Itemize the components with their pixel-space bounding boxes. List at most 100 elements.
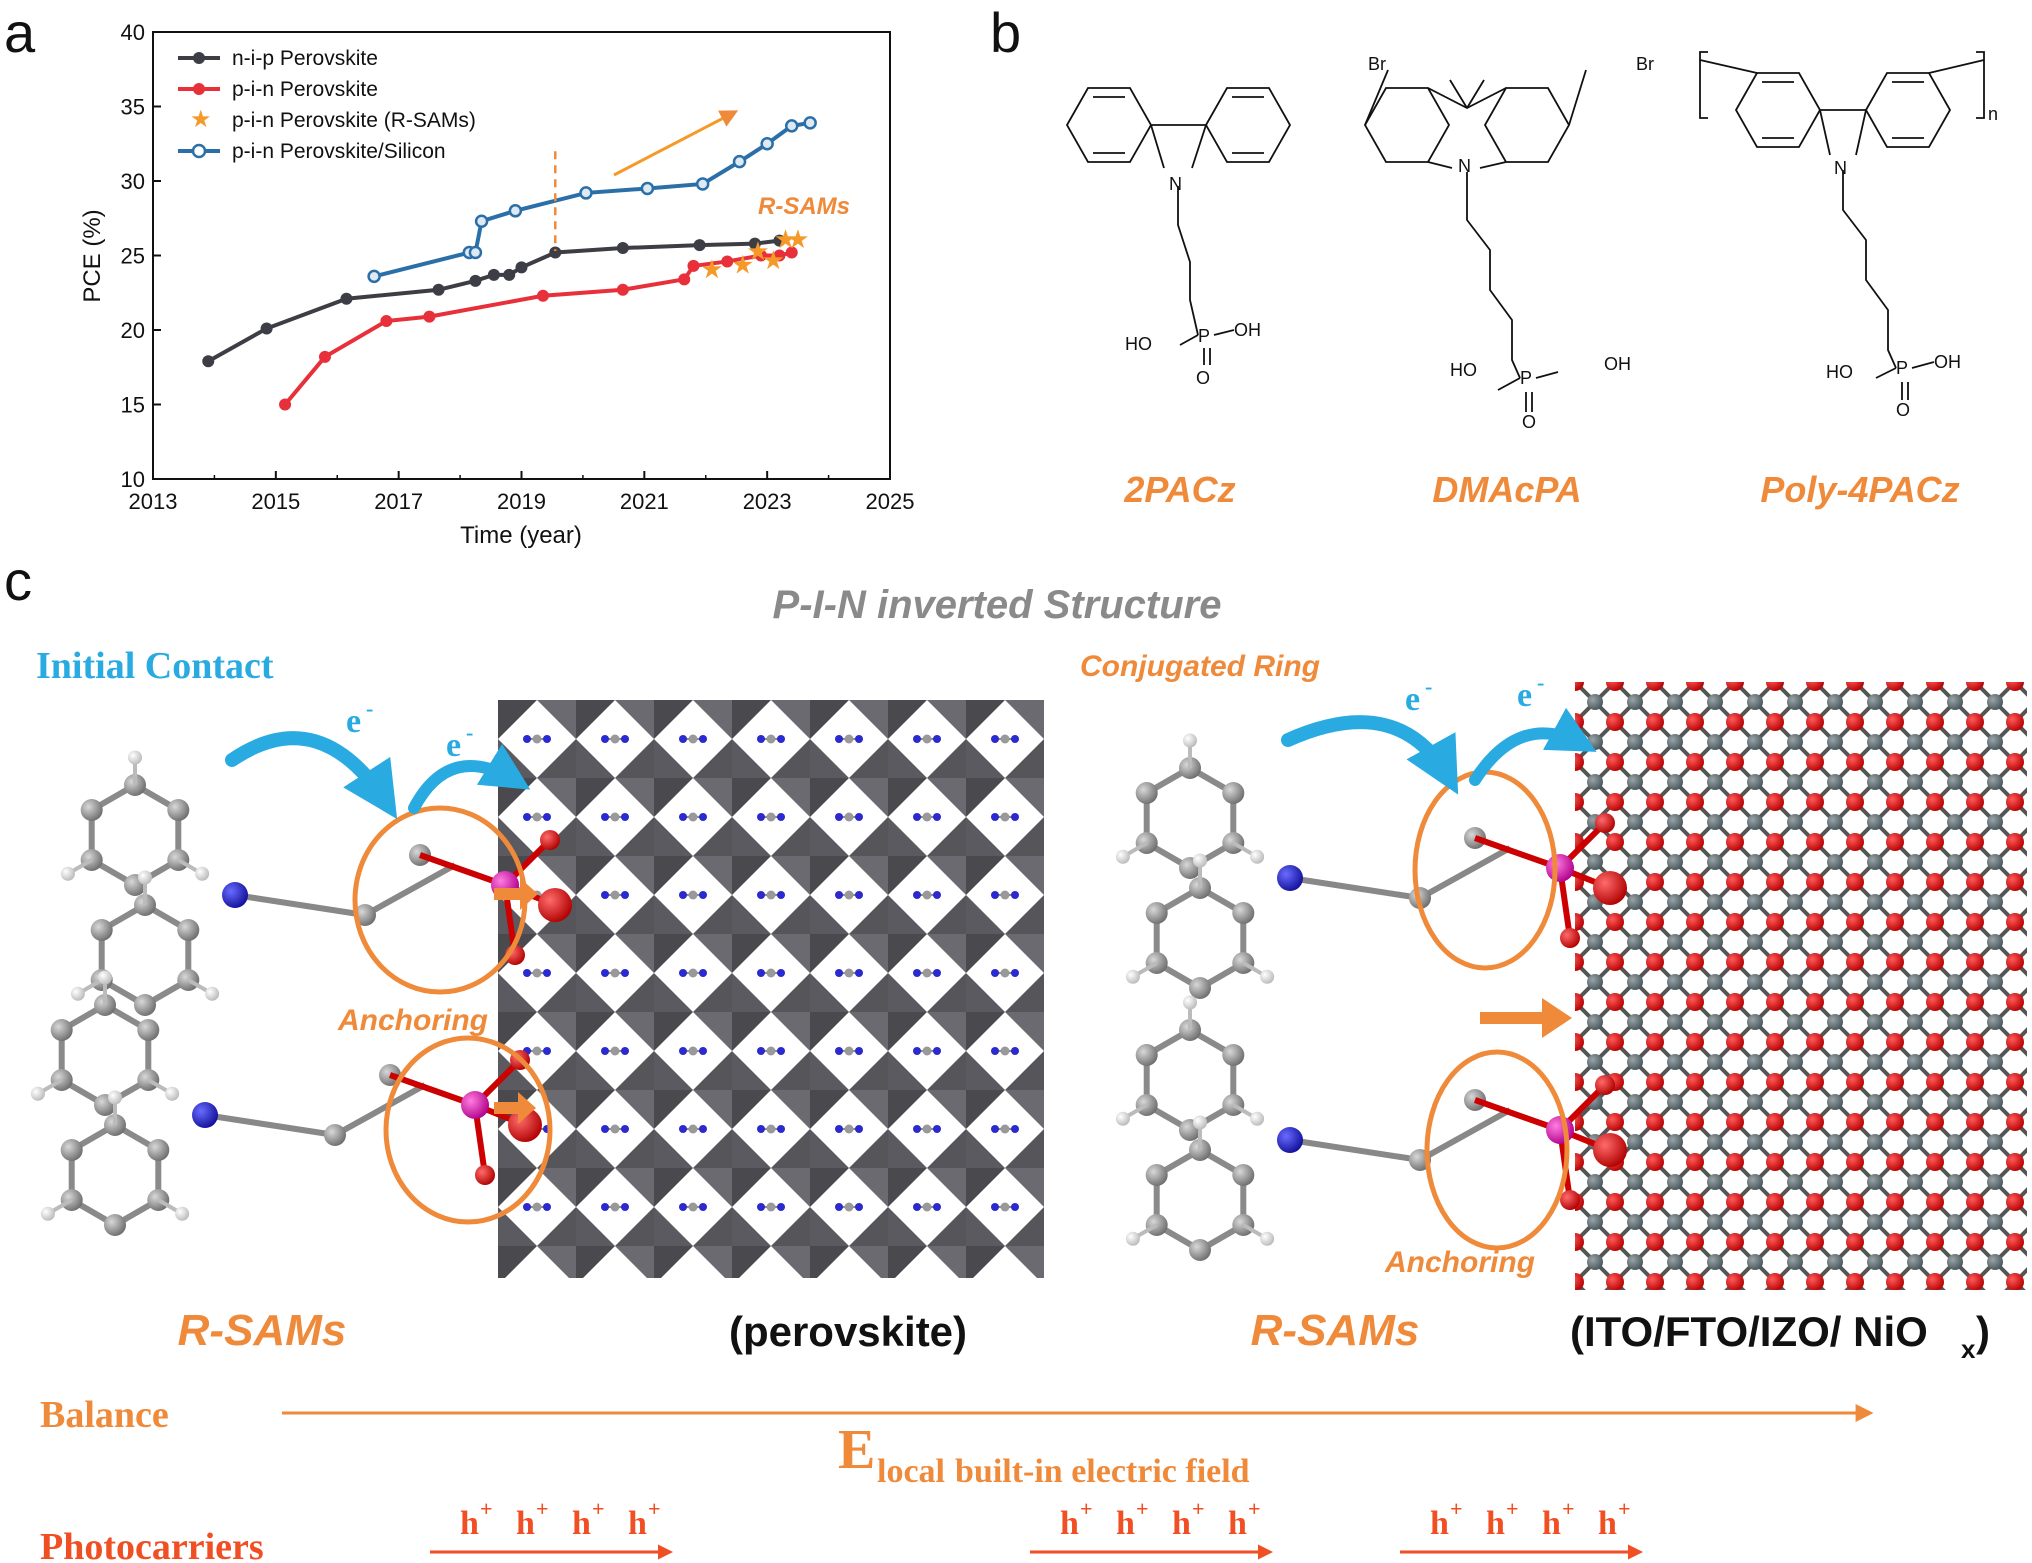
dmacpa-p: P [1520, 368, 1532, 388]
hole-sup: + [1248, 1496, 1261, 1521]
hole-label: h [1228, 1505, 1247, 1542]
oxygen-atom [1560, 1190, 1580, 1210]
efield-rest: built-in electric field [955, 1453, 1250, 1490]
trend-arrow [613, 110, 739, 177]
molecule-poly4pacz [1699, 51, 1985, 400]
series-3 [367, 116, 817, 284]
data-point [773, 249, 786, 262]
series-2: ★★★★★★ [700, 224, 809, 284]
y-tick-label: 25 [121, 244, 145, 269]
hydrogen-atom [205, 986, 220, 1001]
data-point [503, 268, 516, 281]
data-point [748, 237, 761, 250]
oxygen-atom [1560, 928, 1580, 948]
hydrogen-atom [138, 870, 152, 885]
perovskite-label: (perovskite) [729, 1308, 967, 1355]
series-line [207, 238, 780, 364]
carbon-atom [90, 919, 113, 941]
data-point [515, 261, 528, 274]
data-point [755, 249, 768, 262]
benzene-ring [98, 901, 192, 1009]
poly-n: N [1834, 158, 1847, 178]
substrate-label: (ITO/FTO/IZO/ NiO x ) [1570, 1308, 1990, 1364]
data-point [678, 273, 691, 286]
carbon-atom [1232, 1164, 1255, 1186]
data-point [640, 181, 655, 196]
anchoring-label-left: Anchoring [337, 1004, 488, 1037]
y-tick-label: 10 [121, 467, 145, 492]
data-point [693, 239, 706, 252]
carbon-atom [1145, 902, 1168, 924]
data-point [474, 214, 489, 228]
data-point [687, 259, 700, 272]
data-point [279, 398, 292, 411]
oxygen-atom [538, 888, 572, 922]
x-tick-label: 2015 [251, 489, 300, 514]
hole-label: h [1486, 1505, 1505, 1542]
balance-label: Balance [40, 1394, 169, 1436]
hydrogen-atom [1183, 995, 1197, 1010]
anchoring-ring-right-top [1412, 769, 1558, 971]
2pacz-o: O [1196, 368, 1210, 388]
data-point-star: ★ [746, 236, 769, 266]
electron-sup-4: - [1537, 670, 1544, 695]
data-point-star: ★ [731, 249, 754, 279]
rsams-molecule-left-top [60, 750, 572, 1016]
benzene-ring [68, 1121, 162, 1229]
hole-label: h [1172, 1505, 1191, 1542]
molecule-dmacpa [1363, 69, 1587, 412]
hole-sup: + [480, 1496, 493, 1521]
bond [1289, 1137, 1421, 1163]
electron-arrow-2 [408, 743, 531, 814]
carbon-atom [1135, 1044, 1158, 1066]
molecule-name-2pacz: 2PACz [1123, 469, 1235, 510]
panel-letter-a: a [4, 1, 36, 64]
hole-label: h [1430, 1505, 1449, 1542]
data-point [616, 242, 629, 255]
data-point [732, 154, 747, 169]
data-point [536, 289, 549, 302]
series-1 [279, 246, 798, 411]
bond [419, 852, 506, 888]
anchor-arrow-substrate [1480, 998, 1572, 1038]
carbon-atom [167, 799, 190, 821]
data-point [260, 322, 273, 335]
dmacpa-oh: OH [1604, 354, 1631, 374]
bond [333, 1082, 427, 1138]
hydrogen-atom [1193, 853, 1207, 868]
data-point [380, 315, 393, 328]
electron-sup-2: - [466, 720, 473, 745]
molecule-2pacz [1065, 87, 1292, 365]
data-point [549, 246, 562, 259]
hole-label: h [516, 1505, 535, 1542]
carbon-atom [1222, 782, 1245, 804]
carbon-atom [1145, 1164, 1168, 1186]
carbon-atom [177, 919, 200, 941]
hydrogen-atom [98, 970, 112, 985]
data-point [784, 119, 799, 133]
bond [1289, 875, 1421, 901]
hole-label: h [1060, 1505, 1079, 1542]
structure-title: P-I-N inverted Structure [773, 583, 1222, 627]
conjugated-ring-label: Conjugated Ring [1080, 650, 1320, 683]
bond [1418, 845, 1512, 901]
hydrogen-atom [70, 986, 85, 1001]
hydrogen-atom [165, 1086, 180, 1101]
electron-sup-3: - [1425, 674, 1432, 699]
carbon-atom [1189, 1239, 1211, 1261]
hydrogen-atom [1250, 1111, 1265, 1126]
legend-label-tandem: p-i-n Perovskite/Silicon [232, 140, 446, 163]
2pacz-ho: HO [1125, 334, 1152, 354]
rsams-label-right: R-SAMs [1251, 1306, 1420, 1355]
legend-marker-nip [193, 52, 205, 64]
carbon-atom [80, 799, 103, 821]
anchor-arrow-bottom [494, 1092, 536, 1124]
substrate-label-sub: x [1961, 1334, 1976, 1364]
oxygen-atom [508, 1108, 542, 1142]
data-point-star: ★ [786, 224, 809, 254]
benzene-ring [88, 781, 182, 889]
poly-subscript-n: n [1988, 104, 1998, 124]
data-point-star: ★ [774, 224, 797, 254]
initial-contact-label: Initial Contact [36, 645, 274, 687]
